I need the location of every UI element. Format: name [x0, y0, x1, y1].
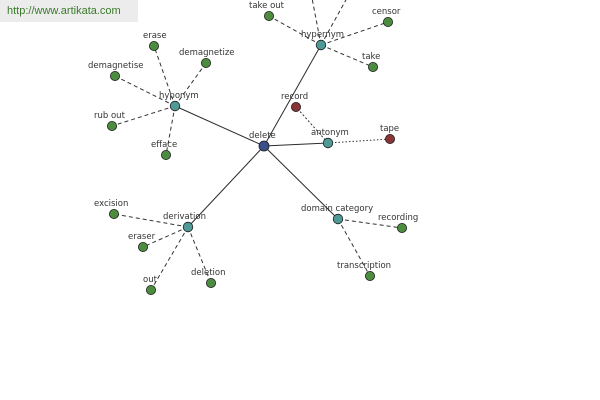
node-erase[interactable] [148, 41, 159, 52]
edge-derivation-eraser [142, 226, 189, 248]
edge-hypernym-censor [320, 21, 389, 46]
label-recording: recording [378, 213, 418, 223]
node-hyponym[interactable] [169, 100, 181, 112]
edge-hyponym-demagnetize [174, 62, 207, 107]
label-antonym: antonym [311, 128, 349, 138]
edge-hypernym-take-out [268, 15, 322, 46]
label-derivation: derivation [163, 212, 206, 222]
node-eraser[interactable] [137, 241, 148, 252]
node-demagnetize[interactable] [200, 58, 211, 69]
edge-delete-hypernym [263, 44, 322, 147]
node-antonym[interactable] [322, 137, 334, 149]
edge-derivation-out [150, 226, 189, 291]
label-censor: censor [372, 7, 401, 17]
node-take-out[interactable] [263, 10, 274, 21]
label-take: take [362, 52, 380, 62]
node-take[interactable] [367, 62, 378, 73]
label-hyponym: hyponym [159, 91, 199, 101]
node-excision[interactable] [109, 208, 120, 219]
node-derivation[interactable] [182, 221, 194, 233]
node-censor[interactable] [382, 16, 393, 27]
label-tape: tape [380, 124, 399, 134]
label-excision: excision [94, 199, 128, 209]
node-demagnetise[interactable] [110, 71, 121, 82]
node-tape[interactable] [384, 133, 395, 144]
hypernym-offscreen-edge-2 [320, 0, 347, 46]
label-delete: delete [249, 131, 276, 141]
edge-domain-category-transcription [337, 218, 371, 277]
node-rub-out[interactable] [107, 121, 118, 132]
label-hypernym: hypernym [301, 30, 344, 40]
label-take-out: take out [249, 1, 285, 11]
site-url-watermark: http://www.artikata.com [0, 0, 138, 22]
label-transcription: transcription [337, 261, 391, 271]
label-record: record [281, 92, 308, 102]
label-erase: erase [143, 31, 167, 41]
label-out: out [143, 275, 158, 285]
edge-derivation-excision [113, 213, 189, 228]
label-domain-category: domain category [301, 204, 373, 214]
edge-derivation-deletion [187, 226, 212, 284]
edge-delete-derivation [187, 145, 265, 228]
label-demagnetize: demagnetize [179, 48, 235, 58]
node-transcription[interactable] [364, 270, 375, 281]
label-eraser: eraser [128, 232, 156, 242]
node-deletion[interactable] [205, 277, 216, 288]
edge-hyponym-erase [153, 45, 176, 107]
node-efface[interactable] [160, 149, 171, 160]
node-record[interactable] [290, 102, 301, 113]
edge-hypernym-take [320, 44, 374, 68]
label-demagnetise: demagnetise [88, 61, 143, 71]
edge-antonym-record [295, 106, 329, 144]
edge-hyponym-efface [165, 105, 176, 156]
label-rub-out: rub out [94, 111, 126, 121]
edge-delete-antonym [263, 142, 329, 147]
node-delete[interactable] [258, 140, 270, 152]
edge-delete-hyponym [174, 105, 265, 147]
node-recording[interactable] [396, 222, 407, 233]
node-domain-category[interactable] [332, 213, 344, 225]
node-hypernym[interactable] [315, 39, 327, 51]
hypernym-offscreen-edge-1 [311, 0, 322, 46]
label-efface: efface [151, 140, 177, 150]
edge-antonym-tape [327, 138, 391, 144]
edge-domain-category-recording [337, 218, 403, 229]
edge-delete-domain-category [263, 145, 339, 220]
node-out[interactable] [145, 284, 156, 295]
label-deletion: deletion [191, 268, 226, 278]
